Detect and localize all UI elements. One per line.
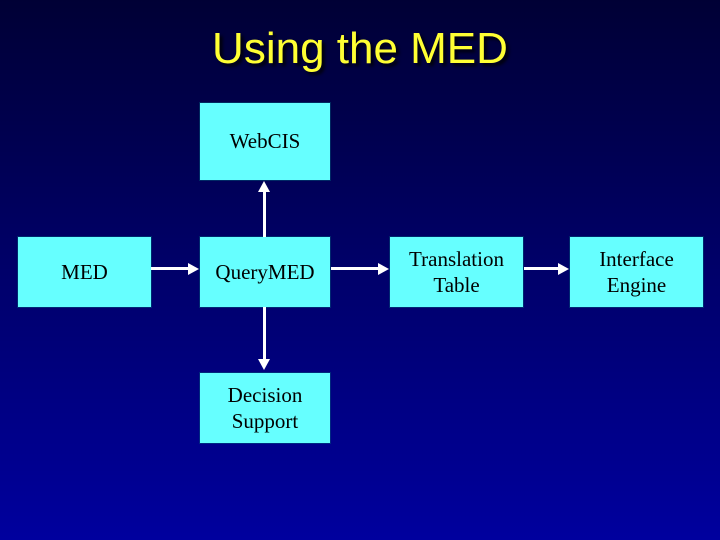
slide-title: Using the MED [212,24,508,73]
node-med: MED [18,237,151,307]
node-webcis: WebCIS [200,103,330,180]
node-decision-support: Decision Support [200,373,330,443]
arrow-querymed-to-webcis [263,191,266,237]
arrow-querymed-to-translation-table [331,267,379,270]
arrowhead-right-icon [188,263,199,275]
arrow-translation-table-to-interface-engine [524,267,559,270]
arrowhead-down-icon [258,359,270,370]
arrowhead-up-icon [258,181,270,192]
arrow-med-to-querymed [151,267,189,270]
arrow-querymed-to-decision-support [263,307,266,360]
node-translation-table: Translation Table [390,237,523,307]
node-interface-engine: Interface Engine [570,237,703,307]
node-querymed: QueryMED [200,237,330,307]
arrowhead-right-icon [558,263,569,275]
arrowhead-right-icon [378,263,389,275]
